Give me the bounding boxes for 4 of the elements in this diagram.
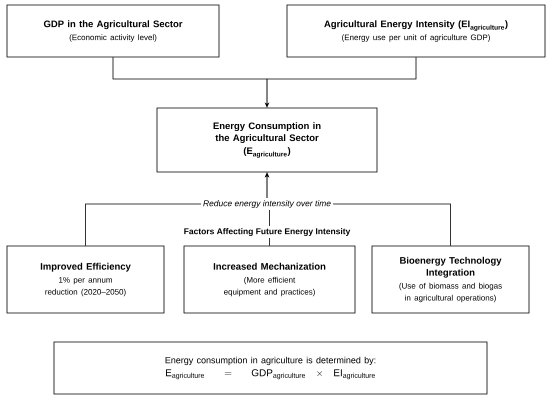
process-box: Energy consumption in agriculture is determined by: $\text{E}_{\text{agriculture}}\,=\,\text{GDP}_{\text{agriculture}}\,\times\,\text{EI}_{\text{agriculture}}$ [54, 342, 488, 394]
edge-label: Reduce energy intensity over time [201, 198, 334, 210]
process-box: Energy Consumption in the Agricultural Sector $\text{(E}_{\text{agriculture}}\text{)}$ [156, 108, 378, 172]
section-heading: Factors Affecting Future Energy Intensity [182, 226, 352, 238]
